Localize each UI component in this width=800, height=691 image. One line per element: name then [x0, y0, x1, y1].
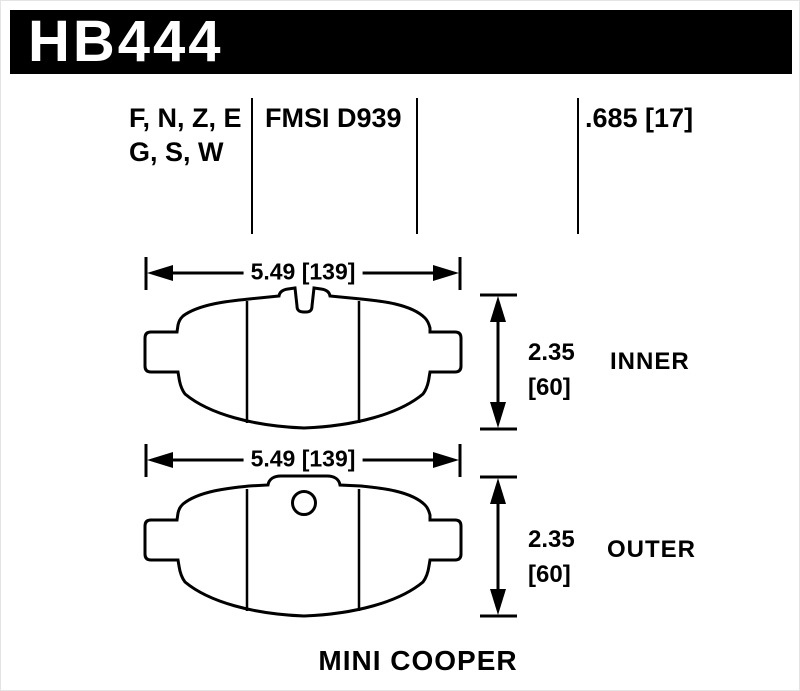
inner-height-arrowhead-bottom — [490, 402, 506, 428]
pad-thickness: .685 [17] — [585, 103, 694, 133]
outer-height-inches: 2.35 — [528, 526, 575, 553]
outer-pad-drawing — [143, 474, 463, 618]
compound-codes-line2: G, S, W — [129, 137, 224, 167]
inner-pad-drawing — [143, 286, 463, 430]
inner-width-label: 5.49 [139] — [243, 258, 363, 286]
spec-divider-2 — [416, 98, 418, 234]
inner-pad-outline — [143, 286, 463, 430]
outer-pad-outline — [143, 474, 463, 618]
outer-pad-mount-hole — [291, 490, 317, 516]
compound-codes-line1: F, N, Z, E — [129, 103, 242, 133]
spec-divider-3 — [577, 98, 579, 234]
outer-height-label: 2.35 [60] — [528, 522, 575, 592]
inner-height-arrowhead-top — [490, 296, 506, 322]
inner-width-arrowhead-left — [147, 265, 173, 281]
inner-pad-position-label: INNER — [610, 348, 690, 375]
inner-height-inches: 2.35 — [528, 339, 575, 366]
inner-height-dimension — [480, 293, 517, 431]
compound-codes: F, N, Z, E G, S, W — [129, 101, 242, 169]
part-number: HB444 — [28, 9, 224, 74]
fmsi-number: FMSI D939 — [265, 103, 402, 133]
outer-height-arrowhead-top — [490, 478, 506, 504]
inner-height-label: 2.35 [60] — [528, 335, 575, 405]
spec-divider-1 — [251, 98, 253, 234]
outer-height-mm: [60] — [528, 561, 571, 588]
part-number-banner: HB444 — [10, 10, 792, 74]
outer-width-arrowhead-left — [147, 452, 173, 468]
outer-width-arrowhead-right — [433, 452, 459, 468]
outer-width-label: 5.49 [139] — [243, 445, 363, 473]
inner-height-mm: [60] — [528, 374, 571, 401]
vehicle-name: MINI COOPER — [318, 645, 518, 676]
outer-height-arrowhead-bottom — [490, 589, 506, 615]
outer-height-dimension — [480, 475, 517, 618]
inner-width-arrowhead-right — [433, 265, 459, 281]
outer-pad-position-label: OUTER — [607, 536, 696, 563]
